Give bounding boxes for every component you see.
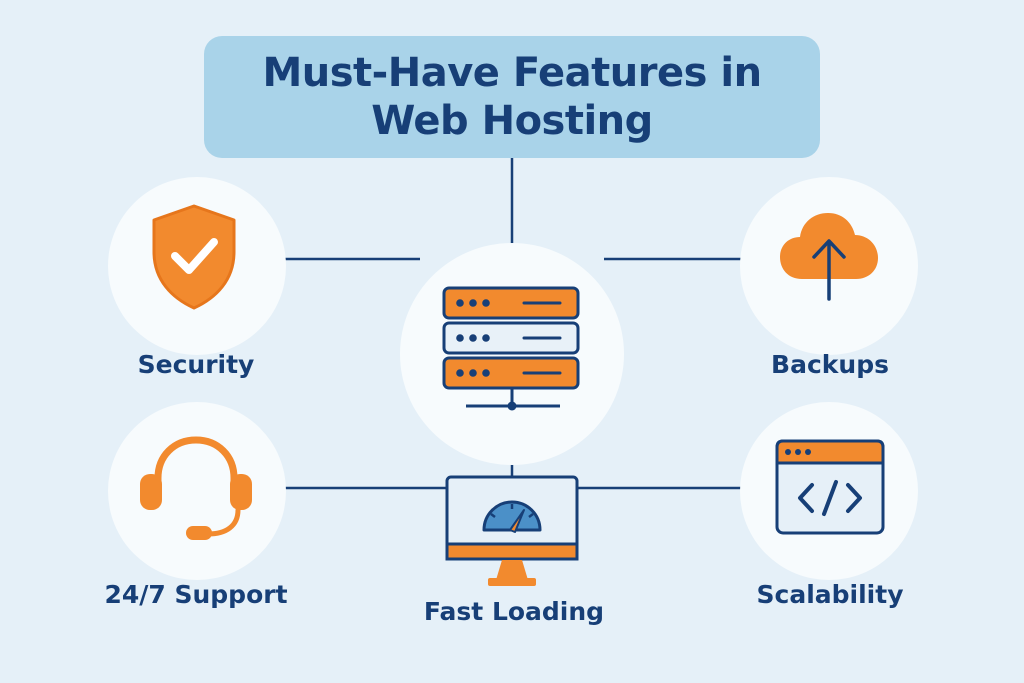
cloud-upload-icon [780,213,878,301]
server-icon [442,286,580,411]
support-circle [108,402,286,580]
label-backups: Backups [771,350,889,379]
label-fast-loading: Fast Loading [423,597,605,626]
code-window-icon [775,439,885,535]
label-security: Security [137,350,255,379]
label-scalability: Scalability [756,580,904,609]
label-support: 24/7 Support [104,580,288,609]
headset-icon [140,436,252,540]
title-line-2: Web Hosting [371,98,653,144]
title-line-1: Must-Have Features in [262,50,762,96]
speedometer-monitor-icon [445,475,579,586]
title-banner: Must-Have Features in Web Hosting [204,36,820,158]
shield-check-icon [152,204,236,310]
